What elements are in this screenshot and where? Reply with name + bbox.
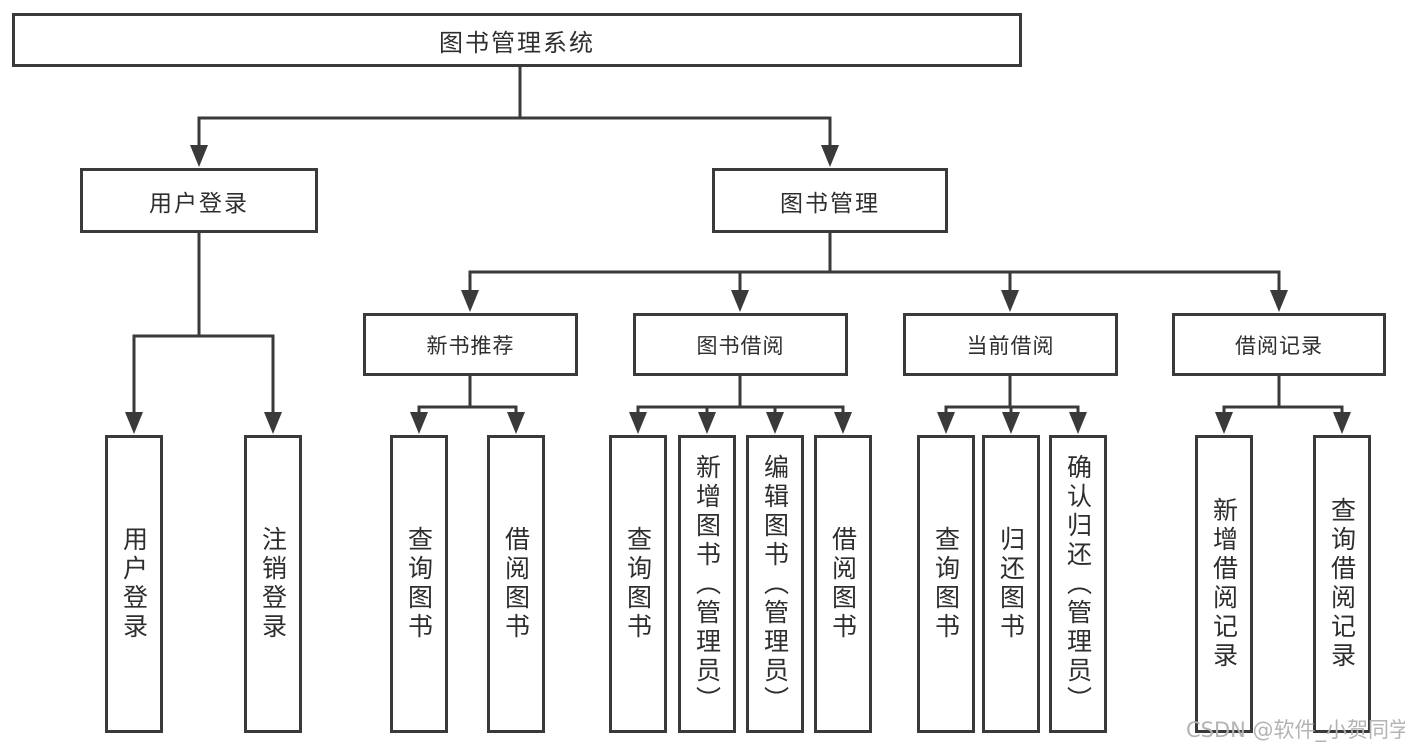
leaf-query-books-2-label: 查询图书 xyxy=(623,526,653,642)
leaf-borrow-books-1: 借阅图书 xyxy=(487,435,545,733)
node-book-management: 图书管理 xyxy=(712,168,948,233)
leaf-borrow-books-1-label: 借阅图书 xyxy=(501,526,531,642)
leaf-return-book-label: 归还图书 xyxy=(996,526,1026,642)
arrow-down-icon xyxy=(1002,412,1020,434)
node-new-book-recommend-label: 新书推荐 xyxy=(426,333,515,358)
leaf-user-login: 用户登录 xyxy=(105,435,163,733)
arrow-down-icon xyxy=(698,412,716,434)
arrow-down-icon xyxy=(125,412,143,434)
node-root: 图书管理系统 xyxy=(12,13,1022,67)
arrow-down-icon xyxy=(629,412,647,434)
arrow-down-icon xyxy=(1215,412,1233,434)
arrow-down-icon xyxy=(1001,290,1019,312)
leaf-query-books-3: 查询图书 xyxy=(917,435,975,733)
leaf-query-books-3-label: 查询图书 xyxy=(931,526,961,642)
arrow-down-icon xyxy=(190,145,208,167)
arrow-down-icon xyxy=(507,412,525,434)
leaf-add-borrow-record-label: 新增借阅记录 xyxy=(1209,497,1239,671)
arrow-down-icon xyxy=(937,412,955,434)
node-user-login: 用户登录 xyxy=(80,168,318,233)
node-book-borrow-label: 图书借阅 xyxy=(696,333,785,358)
leaf-confirm-return-admin-label: 确认归还（管理员） xyxy=(1063,453,1093,715)
arrow-down-icon xyxy=(1333,412,1351,434)
arrow-down-icon xyxy=(766,412,784,434)
node-user-login-label: 用户登录 xyxy=(149,190,249,217)
leaf-logout-label: 注销登录 xyxy=(258,526,288,642)
node-book-borrow: 图书借阅 xyxy=(633,313,848,376)
leaf-query-borrow-record-label: 查询借阅记录 xyxy=(1327,497,1357,671)
node-root-label: 图书管理系统 xyxy=(439,28,595,57)
leaf-add-book-admin-label: 新增图书（管理员） xyxy=(692,453,722,715)
arrow-down-icon xyxy=(410,412,428,434)
leaf-query-books-1: 查询图书 xyxy=(390,435,448,733)
arrow-down-icon xyxy=(461,290,479,312)
watermark: CSDN @软件_小贺同学 xyxy=(1186,718,1405,742)
leaf-edit-book-admin-label: 编辑图书（管理员） xyxy=(760,453,790,715)
arrow-down-icon xyxy=(821,145,839,167)
leaf-user-login-label: 用户登录 xyxy=(119,526,149,642)
leaf-query-books-2: 查询图书 xyxy=(609,435,667,733)
node-current-borrow: 当前借阅 xyxy=(903,313,1118,376)
leaf-query-borrow-record: 查询借阅记录 xyxy=(1313,435,1371,733)
leaf-add-borrow-record: 新增借阅记录 xyxy=(1195,435,1253,733)
leaf-edit-book-admin: 编辑图书（管理员） xyxy=(746,435,804,733)
leaf-return-book: 归还图书 xyxy=(982,435,1040,733)
arrow-down-icon xyxy=(264,412,282,434)
leaf-logout: 注销登录 xyxy=(244,435,302,733)
leaf-confirm-return-admin: 确认归还（管理员） xyxy=(1049,435,1107,733)
arrow-down-icon xyxy=(1270,290,1288,312)
leaf-borrow-books-2: 借阅图书 xyxy=(814,435,872,733)
node-book-management-label: 图书管理 xyxy=(780,190,880,217)
arrow-down-icon xyxy=(1069,412,1087,434)
leaf-borrow-books-2-label: 借阅图书 xyxy=(828,526,858,642)
leaf-add-book-admin: 新增图书（管理员） xyxy=(678,435,736,733)
arrow-down-icon xyxy=(834,412,852,434)
node-new-book-recommend: 新书推荐 xyxy=(363,313,578,376)
arrow-down-icon xyxy=(731,290,749,312)
node-borrow-records-label: 借阅记录 xyxy=(1235,333,1323,358)
leaf-query-books-1-label: 查询图书 xyxy=(404,526,434,642)
node-borrow-records: 借阅记录 xyxy=(1172,313,1386,376)
node-current-borrow-label: 当前借阅 xyxy=(966,333,1055,358)
